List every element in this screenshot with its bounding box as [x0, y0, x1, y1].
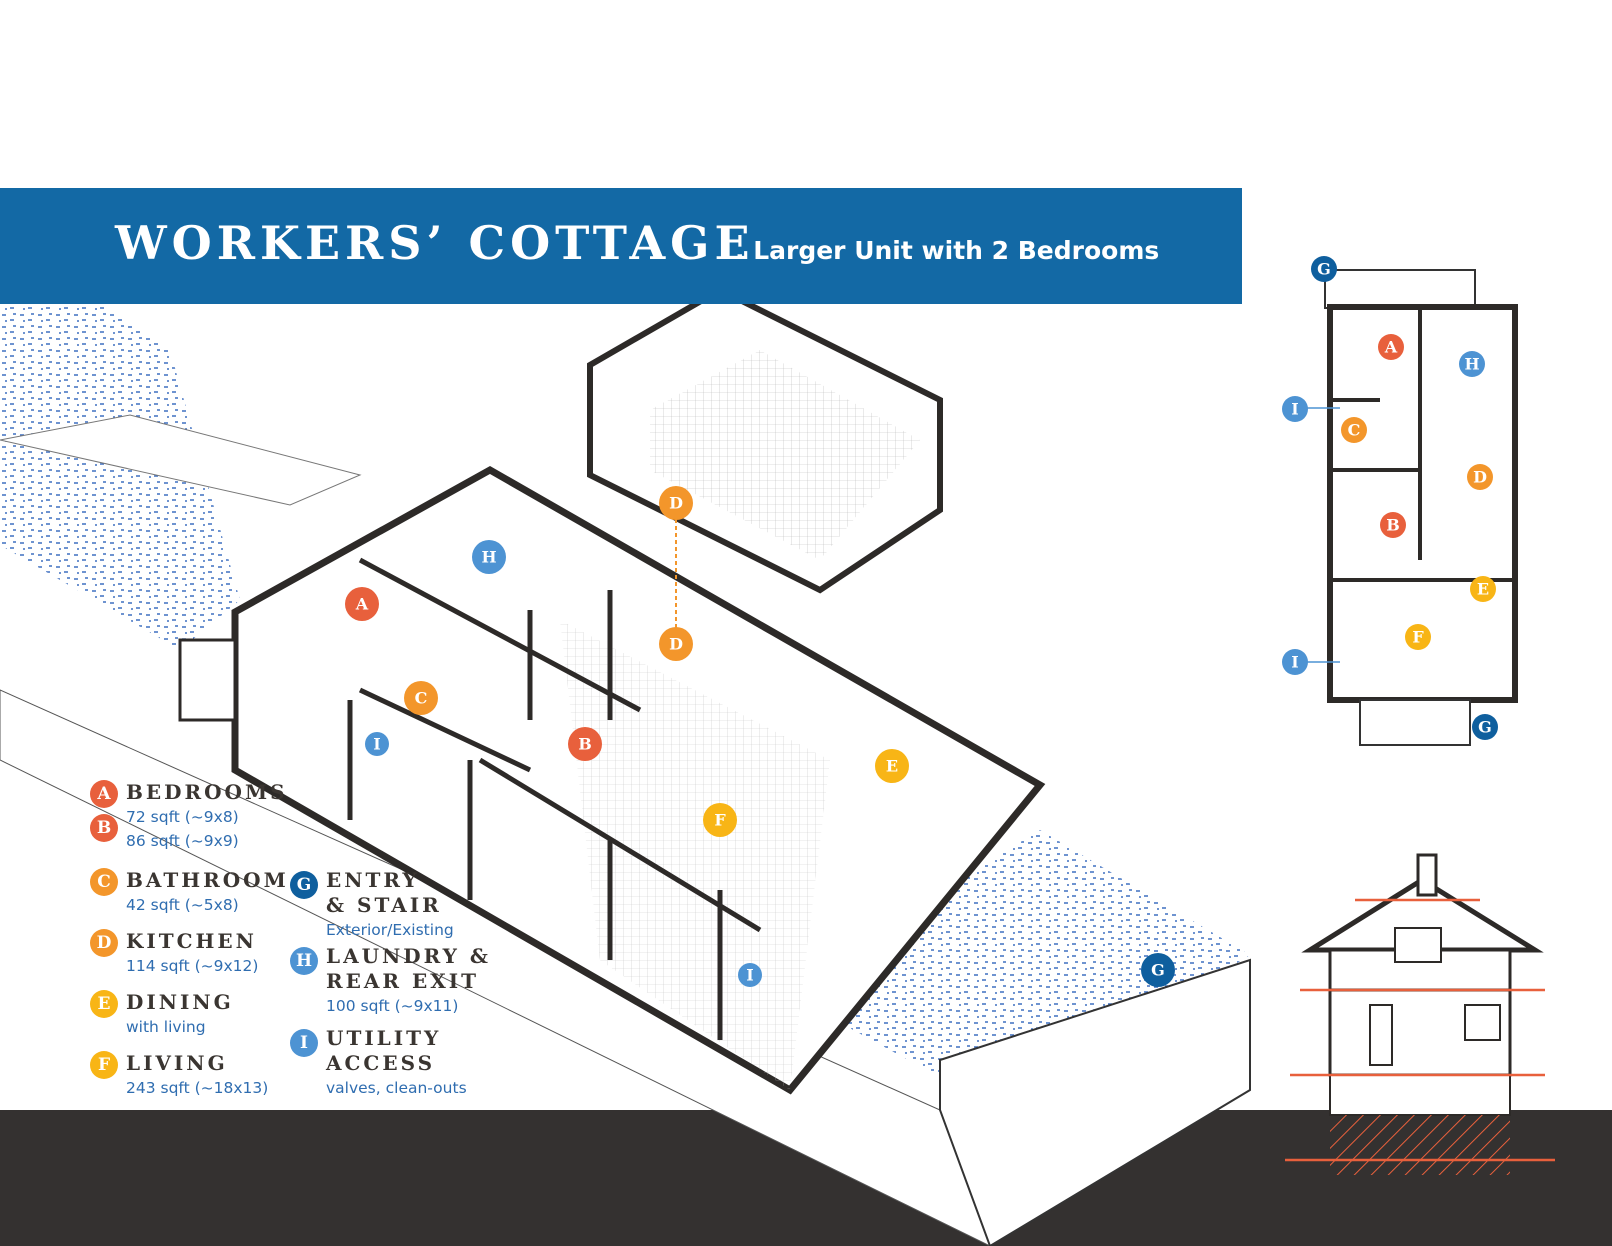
legend-detail: Exterior/Existing [326, 921, 454, 939]
legend-detail: 243 sqft (~18x13) [126, 1079, 269, 1097]
legend-name: ENTRY [326, 868, 420, 892]
marker-e-plan: E [1470, 576, 1496, 602]
legend-name: DINING [126, 990, 234, 1014]
svg-text:D: D [669, 635, 683, 654]
marker-d-iso: D [659, 627, 693, 661]
title-banner [0, 188, 1242, 304]
svg-text:H: H [1464, 355, 1479, 374]
legend-laundry: H LAUNDRY & REAR EXIT 100 sqft (~9x11) [290, 944, 491, 1018]
legend-detail: valves, clean-outs [326, 1079, 467, 1097]
svg-text:I: I [1291, 653, 1298, 672]
svg-text:B: B [578, 735, 592, 754]
legend-detail: 72 sqft (~9x8) [126, 808, 239, 826]
svg-text:E: E [1477, 580, 1489, 599]
marker-i-plan-1: I [1282, 396, 1308, 422]
marker-a-plan: A [1378, 334, 1404, 360]
svg-text:G: G [1317, 260, 1331, 279]
marker-b-plan: B [1380, 512, 1406, 538]
svg-text:F: F [1412, 628, 1424, 647]
marker-g-plan-bottom: G [1472, 714, 1498, 740]
legend-entry-stair: G ENTRY & STAIR Exterior/Existing [290, 868, 454, 942]
marker-d-plan: D [1467, 464, 1493, 490]
svg-text:D: D [669, 494, 683, 513]
patio [0, 414, 362, 506]
foundation [939, 958, 1251, 1246]
marker-i-iso-1: I [365, 732, 389, 756]
legend-detail: with living [126, 1018, 206, 1036]
house-elevation [1285, 853, 1555, 1175]
legend-utility: I UTILITY ACCESS valves, clean-outs [290, 1026, 467, 1100]
legend-name: & STAIR [326, 893, 442, 917]
badge-e: E [90, 990, 118, 1018]
badge-h: H [290, 947, 318, 975]
badge-i: I [290, 1029, 318, 1057]
legend-name: BEDROOMS [126, 780, 288, 804]
marker-f-plan: F [1405, 624, 1431, 650]
badge-g: G [290, 871, 318, 899]
marker-e-iso: E [875, 749, 909, 783]
svg-text:H: H [481, 548, 496, 567]
legend-detail: 100 sqft (~9x11) [326, 997, 459, 1015]
marker-c-plan: C [1341, 417, 1367, 443]
badge-f: F [90, 1051, 118, 1079]
page-title: WORKERS’ COTTAGE [115, 216, 755, 270]
legend-name: UTILITY [326, 1026, 442, 1050]
svg-text:I: I [1291, 400, 1298, 419]
svg-text:I: I [746, 966, 753, 985]
marker-a-iso: A [345, 587, 379, 621]
badge-d: D [90, 929, 118, 957]
svg-text:A: A [1384, 338, 1398, 357]
floor-plan [1290, 269, 1518, 746]
marker-d-kitchen: D [659, 486, 693, 520]
legend-name: BATHROOM [126, 868, 289, 892]
marker-i-plan-2: I [1282, 649, 1308, 675]
legend-name: ACCESS [326, 1051, 436, 1075]
svg-text:G: G [1478, 718, 1492, 737]
svg-text:A: A [355, 595, 369, 614]
legend-dining: E DINING with living [90, 990, 234, 1039]
badge-c: C [90, 868, 118, 896]
marker-b-iso: B [568, 727, 602, 761]
yard-right [780, 830, 1250, 1110]
badge-b: B [90, 814, 118, 842]
svg-text:C: C [415, 689, 428, 708]
svg-text:F: F [714, 811, 726, 830]
legend-bedrooms: A B BEDROOMS 72 sqft (~9x8) 86 sqft (~9x… [90, 780, 288, 853]
badge-a: A [90, 780, 118, 808]
marker-h-iso: H [472, 540, 506, 574]
legend-name: KITCHEN [126, 929, 257, 953]
marker-g-plan-top: G [1311, 256, 1337, 282]
marker-g-iso: G [1141, 953, 1175, 987]
legend-detail: 42 sqft (~5x8) [126, 896, 239, 914]
page-subtitle: . Larger Unit with 2 Bedrooms [735, 236, 1160, 265]
marker-i-iso-2: I [738, 963, 762, 987]
marker-f-iso: F [703, 803, 737, 837]
svg-text:E: E [886, 757, 898, 776]
legend-bathroom: C BATHROOM 42 sqft (~5x8) [90, 868, 289, 917]
legend-name: LAUNDRY & [326, 944, 491, 968]
legend-detail: 114 sqft (~9x12) [126, 957, 259, 975]
legend-name: REAR EXIT [326, 969, 479, 993]
legend-living: F LIVING 243 sqft (~18x13) [90, 1051, 268, 1100]
marker-c-iso: C [404, 681, 438, 715]
legend-name: LIVING [126, 1051, 228, 1075]
marker-h-plan: H [1459, 351, 1485, 377]
svg-text:C: C [1348, 421, 1361, 440]
svg-text:B: B [1386, 516, 1400, 535]
svg-text:I: I [373, 735, 380, 754]
svg-text:D: D [1473, 468, 1487, 487]
legend-kitchen: D KITCHEN 114 sqft (~9x12) [90, 929, 258, 978]
legend-detail: 86 sqft (~9x9) [126, 832, 239, 850]
svg-text:G: G [1151, 961, 1165, 980]
